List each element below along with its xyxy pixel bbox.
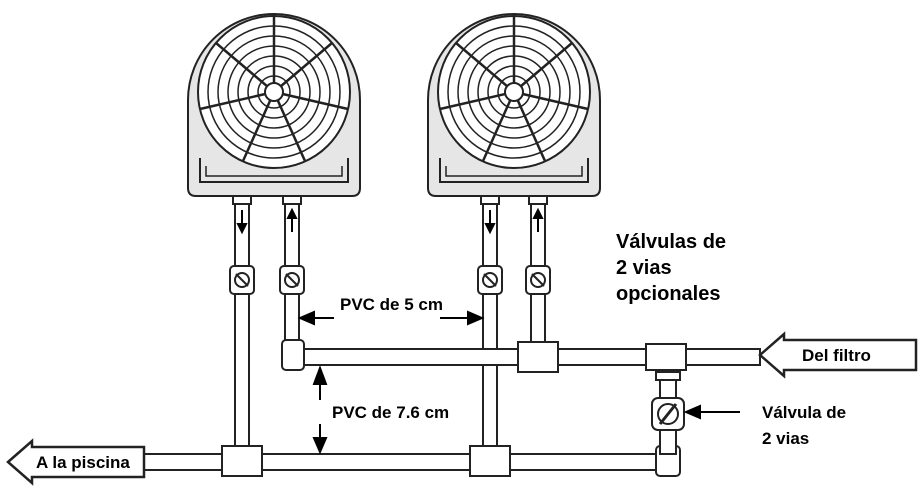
two-way-valve-label-line1: Válvula de	[762, 403, 846, 422]
pvc-5cm-label: PVC de 5 cm	[340, 295, 443, 314]
flow-arrows	[236, 207, 544, 235]
pvc-76cm-dimension	[312, 365, 328, 455]
from-filter-arrow: Del filtro	[758, 331, 918, 379]
solar-panel-right	[427, 13, 601, 197]
solar-panel-left	[187, 13, 361, 197]
pvc-76cm-label: PVC de 7.6 cm	[332, 403, 449, 422]
two-way-valve-label-line2: 2 vias	[762, 429, 809, 448]
optional-valves-label-line2: 2 vias	[616, 257, 672, 279]
optional-valves-label-line1: Válvulas de	[616, 231, 726, 253]
optional-valves	[229, 265, 551, 295]
to-pool-label: A la piscina	[36, 453, 130, 472]
pvc-5cm-dimension	[297, 310, 485, 326]
to-pool-arrow: A la piscina	[6, 438, 146, 486]
lower-return-pipe	[139, 445, 681, 477]
two-way-valve	[651, 397, 685, 431]
from-filter-label: Del filtro	[802, 346, 871, 365]
upper-supply-pipe	[281, 339, 761, 373]
valve-pointer-arrow	[683, 404, 740, 420]
optional-valves-label-line3: opcionales	[616, 283, 720, 305]
